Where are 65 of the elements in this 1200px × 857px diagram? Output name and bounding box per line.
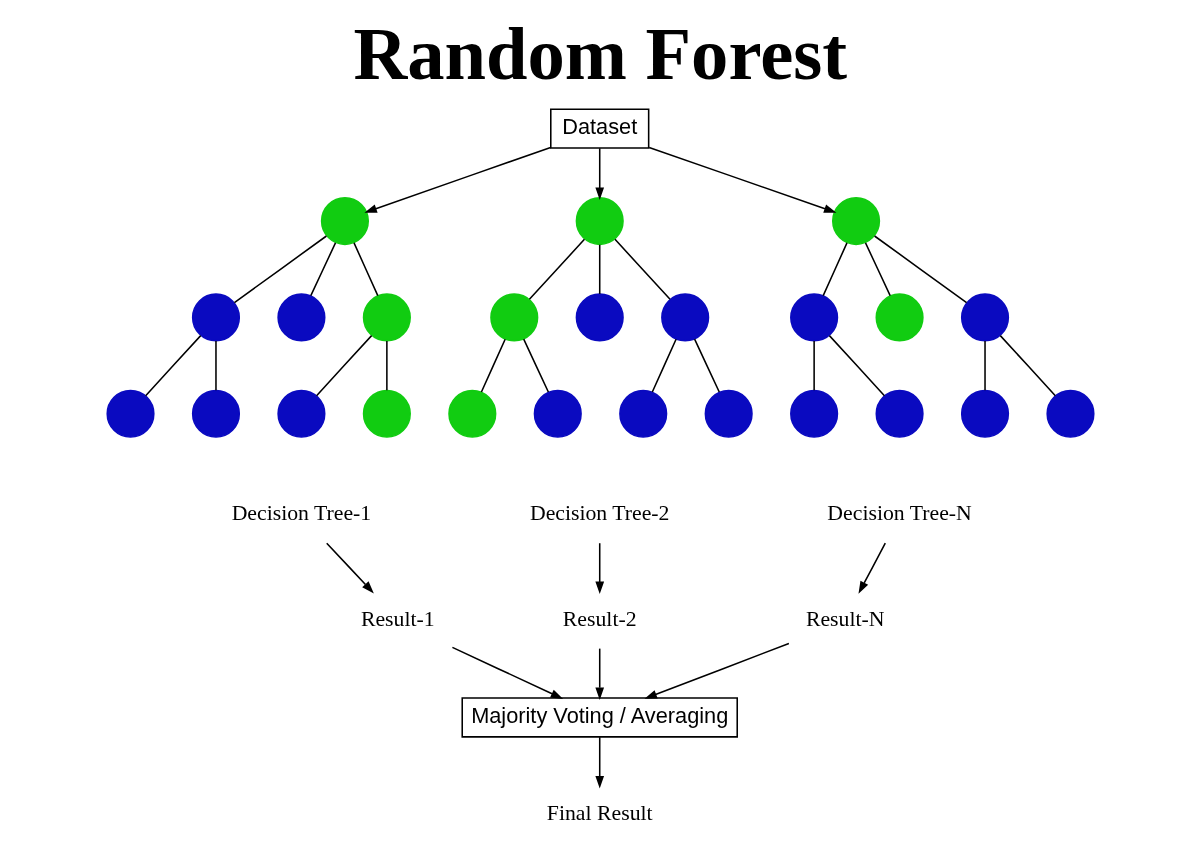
diagram-title: Random Forest: [352, 12, 847, 95]
connector: [821, 242, 848, 297]
node-circle: [276, 389, 325, 438]
arrow: [594, 736, 604, 789]
arrow: [325, 542, 374, 594]
node-circle: [660, 293, 709, 342]
node-text: Decision Tree-N: [826, 501, 972, 526]
node-circle: [618, 389, 667, 438]
node-circle: [105, 389, 155, 438]
connector: [598, 243, 600, 295]
connector: [144, 334, 201, 397]
connector: [999, 334, 1056, 397]
arrow: [594, 542, 604, 595]
node-circle: [575, 293, 624, 342]
node-text: Final Result: [546, 801, 653, 826]
node-circle: [1045, 389, 1095, 438]
node-circle: [447, 389, 496, 438]
connector: [309, 242, 336, 297]
node-text: Result-1: [360, 607, 435, 632]
node-circle: [533, 389, 582, 438]
connector: [233, 235, 327, 304]
node-circle: [575, 197, 624, 246]
node-circle: [320, 197, 369, 246]
arrow: [647, 146, 836, 213]
node-text: Result-N: [805, 607, 884, 632]
node-circle: [789, 293, 838, 342]
node-circle: [276, 293, 325, 342]
arrow: [451, 646, 563, 699]
node-box: Dataset: [549, 108, 649, 149]
node-circle: [191, 389, 240, 438]
node-circle: [960, 389, 1009, 438]
connector: [812, 340, 815, 392]
connector: [873, 235, 967, 304]
node-circle: [960, 293, 1009, 342]
node-circle: [489, 293, 538, 342]
node-circle: [704, 389, 753, 438]
connector: [651, 338, 677, 393]
node-text: Result-2: [562, 607, 637, 632]
connector: [214, 340, 217, 392]
node-circle: [875, 293, 924, 342]
connector: [983, 340, 986, 392]
connector: [864, 242, 891, 297]
connector: [528, 238, 585, 301]
connector: [480, 338, 506, 393]
connector: [315, 334, 372, 397]
connector: [352, 242, 379, 297]
node-box: Majority Voting / Averaging: [460, 697, 738, 738]
connector: [385, 340, 388, 392]
connector: [693, 338, 720, 393]
node-text: Decision Tree-2: [529, 501, 669, 526]
arrow: [363, 146, 551, 213]
node-circle: [789, 389, 838, 438]
connector: [828, 334, 885, 397]
node-circle: [875, 389, 924, 438]
arrow: [594, 647, 604, 700]
node-circle: [362, 293, 411, 342]
arrow: [594, 147, 604, 201]
arrow: [858, 542, 886, 594]
connector: [613, 238, 671, 301]
connector: [522, 338, 549, 393]
node-circle: [831, 197, 880, 246]
node-circle: [362, 389, 411, 438]
node-circle: [191, 293, 240, 342]
arrow: [644, 642, 790, 699]
node-text: Decision Tree-1: [231, 501, 371, 526]
